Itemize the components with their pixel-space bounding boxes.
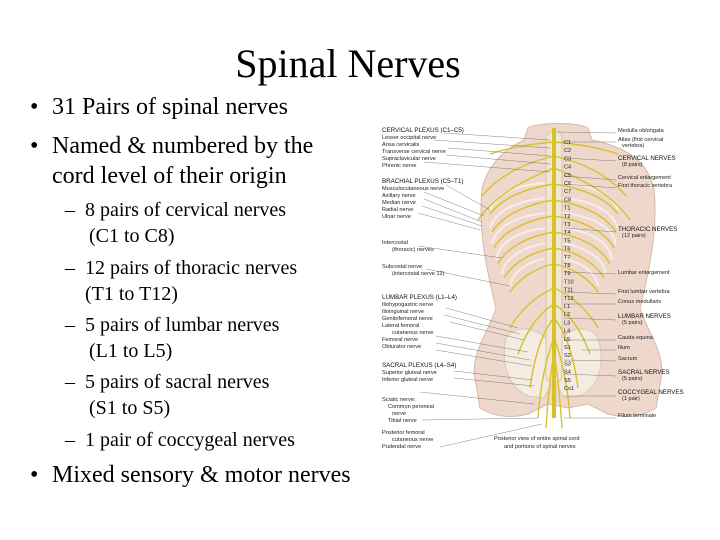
figure-right-label: Conus medullaris xyxy=(618,299,661,305)
figure-left-label: cutaneous nerve xyxy=(392,437,433,443)
figure-left-label: CERVICAL PLEXUS (C1–C5) xyxy=(382,127,464,134)
vertebra-level-label: S5 xyxy=(564,378,571,384)
figure-left-label: Lesser occipital nerve xyxy=(382,135,436,141)
figure-right-label: Atlas (first cervical xyxy=(618,137,663,143)
vertebra-level-label: C7 xyxy=(564,189,571,195)
vertebra-level-label: C2 xyxy=(564,148,571,154)
figure-right-label: (1 pair) xyxy=(622,396,640,402)
figure-right-label: (5 pairs) xyxy=(622,320,643,326)
vertebra-level-label: T3 xyxy=(564,222,571,228)
vertebra-level-label: C3 xyxy=(564,156,571,162)
vertebra-level-label: L1 xyxy=(564,304,570,310)
figure-right-label: (8 pairs) xyxy=(622,162,643,168)
figure-left-label: Inferior gluteal nerve xyxy=(382,377,433,383)
figure-left-label: Pudendal nerve xyxy=(382,444,421,450)
figure-left-label: Common peroneal xyxy=(388,404,434,410)
vertebra-level-label: T9 xyxy=(564,271,571,277)
vertebra-level-label: T7 xyxy=(564,255,571,261)
vertebra-level-label: C6 xyxy=(564,181,571,187)
figure-caption-line-2: and portions of spinal nerves xyxy=(504,444,576,450)
vertebra-level-label: S2 xyxy=(564,353,571,359)
vertebra-level-label: C4 xyxy=(564,165,571,171)
figure-right-label: LUMBAR NERVES xyxy=(618,313,671,320)
figure-right-label: Cauda equina xyxy=(618,335,654,341)
figure-left-label: Sciatic nerve: xyxy=(382,397,416,403)
vertebra-level-label: L2 xyxy=(564,312,570,318)
vertebra-level-label: L5 xyxy=(564,337,570,343)
vertebra-level-label: C8 xyxy=(564,197,571,203)
figure-left-label: Iliohypogastric nerve xyxy=(382,302,433,308)
vertebra-level-label: S1 xyxy=(564,345,571,351)
figure-right-label: Medulla oblongata xyxy=(618,128,665,134)
vertebra-level-label: S4 xyxy=(564,370,571,376)
slide-title: Spinal Nerves xyxy=(235,41,461,86)
figure-right-label: SACRAL NERVES xyxy=(618,369,670,376)
figure-right-label: vertebra) xyxy=(622,143,645,149)
spinal-nerves-figure: CERVICAL PLEXUS (C1–C5)Lesser occipital … xyxy=(382,123,684,450)
figure-left-label: Phrenic nerve xyxy=(382,163,417,169)
figure-right-label: (5 pairs) xyxy=(622,376,643,382)
figure-left-labels: CERVICAL PLEXUS (C1–C5)Lesser occipital … xyxy=(382,127,464,450)
figure-right-label: Ilium xyxy=(618,345,630,351)
figure-left-label: (thoracic) nerves xyxy=(392,247,434,253)
figure-left-label: Ansa cervicalis xyxy=(382,142,420,148)
figure-left-label: Ilioinguinal nerve xyxy=(382,309,424,315)
figure-right-label: THORACIC NERVES xyxy=(618,226,677,233)
vertebra-level-label: T5 xyxy=(564,238,571,244)
figure-left-label: Tibial nerve xyxy=(388,418,417,424)
figure-left-label: Lateral femoral xyxy=(382,323,419,329)
figure-left-label: Subcostal nerve xyxy=(382,264,422,270)
vertebra-level-label: Co1 xyxy=(564,386,574,392)
vertebra-level-label: T11 xyxy=(564,288,573,294)
figure-left-label: Axillary nerve xyxy=(382,193,416,199)
vertebra-level-label: T6 xyxy=(564,247,571,253)
vertebra-level-label: T2 xyxy=(564,214,571,220)
figure-left-label: Transverse cervical nerve xyxy=(382,149,446,155)
vertebra-level-label: C1 xyxy=(564,140,571,146)
vertebra-level-label: C5 xyxy=(564,173,571,179)
figure-right-label: First thoracic vertebra xyxy=(618,183,673,189)
vertebra-level-label: T12 xyxy=(564,296,574,302)
figure-right-label: First lumbar vertebra xyxy=(618,289,670,295)
figure-left-label: Supraclavicular nerve xyxy=(382,156,436,162)
vertebra-level-label: T8 xyxy=(564,263,571,269)
figure-left-label: Median nerve xyxy=(382,200,416,206)
figure-left-label: Genitofemoral nerve xyxy=(382,316,433,322)
vertebra-level-label: L3 xyxy=(564,320,570,326)
figure-right-label: Filum terminale xyxy=(618,413,656,419)
vertebra-level-label: S3 xyxy=(564,361,571,367)
figure-left-label: nerve xyxy=(392,411,406,417)
figure-left-label: Musculocutaneous nerve xyxy=(382,186,444,192)
figure-left-label: Ulnar nerve xyxy=(382,214,411,220)
figure-caption-line-1: Posterior view of entire spinal cord xyxy=(494,436,580,442)
figure-left-label: Intercostal xyxy=(382,240,408,246)
figure-right-label: (12 pairs) xyxy=(622,233,646,239)
rib-cage xyxy=(489,182,619,287)
figure-left-label: SACRAL PLEXUS (L4–S4) xyxy=(382,362,456,369)
figure-right-label: Cervical enlargement xyxy=(618,175,671,181)
figure-left-label: BRACHIAL PLEXUS (C5–T1) xyxy=(382,178,463,185)
figure-right-label: COCCYGEAL NERVES xyxy=(618,389,684,396)
figure-right-label: Lumbar enlargement xyxy=(618,270,670,276)
figure-left-label: Femoral nerve xyxy=(382,337,418,343)
figure-right-label: CERVICAL NERVES xyxy=(618,155,676,162)
right-leader-lines xyxy=(557,131,617,419)
left-leader-lines xyxy=(417,132,551,448)
vertebra-level-label: T1 xyxy=(564,206,571,212)
figure-left-label: Superior gluteal nerve xyxy=(382,370,437,376)
figure-vertebra-level-labels: C1C2C3C4C5C6C7C8T1T2T3T4T5T6T7T8T9T10T11… xyxy=(564,140,574,392)
figure-left-label: (intercostal nerve 12) xyxy=(392,271,445,277)
figure-right-label: Sacrum xyxy=(618,356,638,362)
figure-left-label: cutaneous nerve xyxy=(392,330,433,336)
vertebra-level-label: L4 xyxy=(564,329,570,335)
figure-left-label: LUMBAR PLEXUS (L1–L4) xyxy=(382,294,457,301)
vertebra-level-label: T10 xyxy=(564,279,574,285)
vertebra-level-label: T4 xyxy=(564,230,571,236)
figure-left-label: Obturator nerve xyxy=(382,344,421,350)
figure-left-label: Posterior femoral xyxy=(382,430,425,436)
figure-left-label: Radial nerve xyxy=(382,207,413,213)
